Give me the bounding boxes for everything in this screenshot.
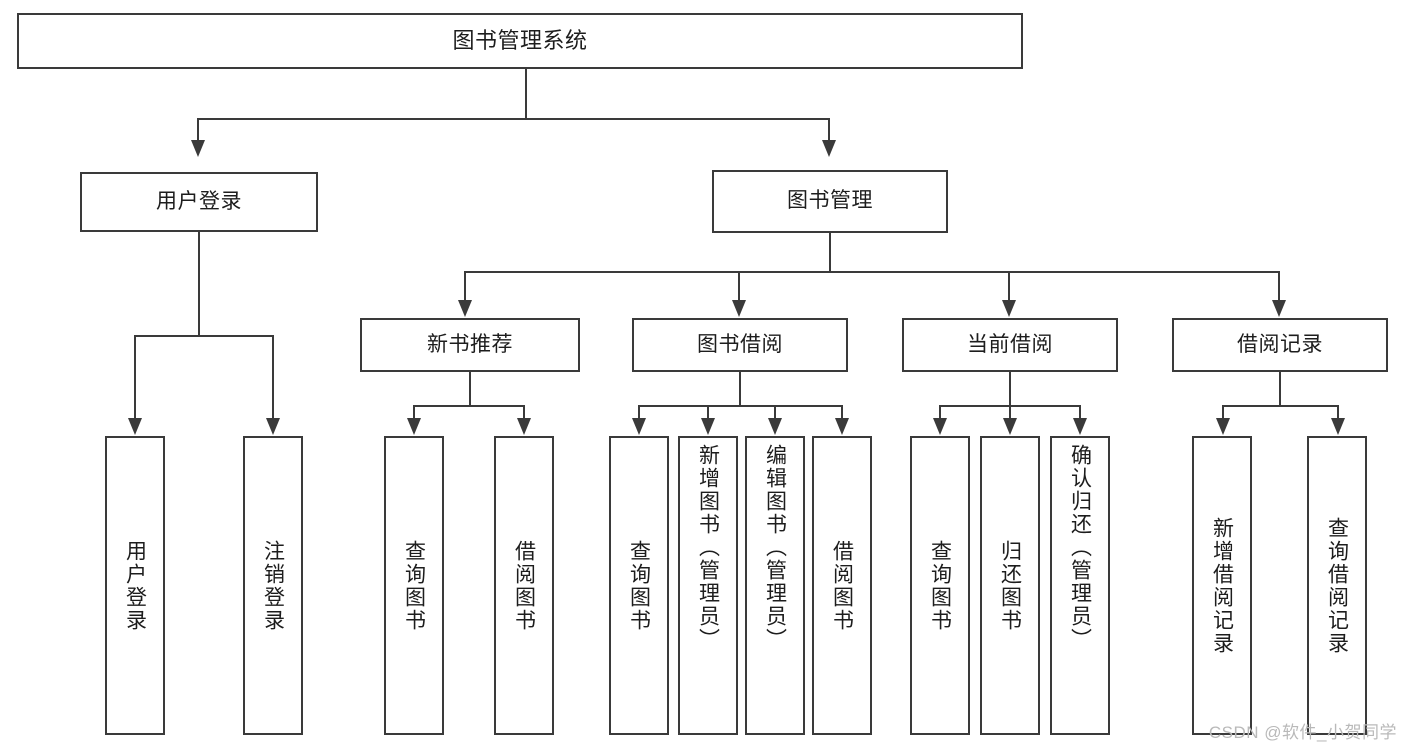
node-current-borrow[interactable]: 当前借阅 — [902, 318, 1118, 372]
arrowhead-leaf-query-record — [1331, 418, 1345, 435]
edge-book-manage-bar — [464, 271, 1280, 273]
node-leaf-borrow-book-1[interactable]: 借阅图书 — [494, 436, 554, 735]
edge-current-borrow-to-leaf-1 — [939, 405, 941, 419]
edge-root-to-book-manage — [828, 118, 830, 141]
node-leaf-logout-label: 注销登录 — [261, 539, 285, 632]
edge-new-book-rec-to-leaf-2 — [523, 405, 525, 419]
node-leaf-confirm-return-label: 确认归还（管理员） — [1068, 444, 1092, 651]
arrowhead-user-login — [191, 140, 205, 157]
node-leaf-query-book-2-label: 查询图书 — [627, 539, 651, 632]
node-leaf-add-record-label: 新增借阅记录 — [1210, 516, 1234, 655]
node-leaf-query-book-3[interactable]: 查询图书 — [910, 436, 970, 735]
edge-borrow-record-to-leaf-2 — [1337, 405, 1339, 419]
arrowhead-leaf-borrow-book-1 — [517, 418, 531, 435]
arrowhead-current-borrow — [1002, 300, 1016, 317]
edge-book-borrow-stem — [739, 372, 741, 406]
node-user-login-label: 用户登录 — [156, 189, 242, 213]
edge-book-borrow-to-leaf-4 — [841, 405, 843, 419]
edge-book-borrow-to-leaf-3 — [774, 405, 776, 419]
node-root[interactable]: 图书管理系统 — [17, 13, 1023, 69]
edge-book-manage-to-current-borrow — [1008, 271, 1010, 301]
node-leaf-return-book-label: 归还图书 — [998, 539, 1022, 632]
edge-borrow-record-bar — [1222, 405, 1338, 407]
edge-user-login-bar — [134, 335, 274, 337]
edge-book-borrow-bar — [638, 405, 842, 407]
arrowhead-leaf-add-book — [701, 418, 715, 435]
node-leaf-edit-book-label: 编辑图书（管理员） — [763, 444, 787, 651]
node-leaf-borrow-book-1-label: 借阅图书 — [512, 539, 536, 632]
node-leaf-add-book[interactable]: 新增图书（管理员） — [678, 436, 738, 735]
node-leaf-edit-book[interactable]: 编辑图书（管理员） — [745, 436, 805, 735]
node-borrow-record-label: 借阅记录 — [1237, 332, 1323, 356]
node-leaf-borrow-book-2-label: 借阅图书 — [830, 539, 854, 632]
edge-new-book-rec-stem — [469, 372, 471, 406]
node-leaf-add-record[interactable]: 新增借阅记录 — [1192, 436, 1252, 735]
node-leaf-user-login-label: 用户登录 — [123, 539, 147, 632]
arrowhead-leaf-add-record — [1216, 418, 1230, 435]
node-book-borrow[interactable]: 图书借阅 — [632, 318, 848, 372]
edge-book-borrow-to-leaf-2 — [707, 405, 709, 419]
arrowhead-book-manage — [822, 140, 836, 157]
node-user-login[interactable]: 用户登录 — [80, 172, 318, 232]
edge-new-book-rec-bar — [413, 405, 525, 407]
arrowhead-leaf-confirm-return — [1073, 418, 1087, 435]
edge-borrow-record-stem — [1279, 372, 1281, 406]
edge-book-manage-stem — [829, 233, 831, 272]
arrowhead-leaf-query-book-1 — [407, 418, 421, 435]
arrowhead-new-book-rec — [458, 300, 472, 317]
arrowhead-borrow-record — [1272, 300, 1286, 317]
arrowhead-leaf-user-login — [128, 418, 142, 435]
node-book-manage[interactable]: 图书管理 — [712, 170, 948, 233]
node-leaf-query-record-label: 查询借阅记录 — [1325, 516, 1349, 655]
node-current-borrow-label: 当前借阅 — [967, 332, 1053, 356]
node-root-label: 图书管理系统 — [452, 28, 588, 54]
edge-user-login-stem — [198, 232, 200, 336]
edge-root-bar — [197, 118, 829, 120]
node-new-book-rec-label: 新书推荐 — [427, 332, 513, 356]
edge-root-stem — [525, 69, 527, 119]
node-leaf-query-book-1[interactable]: 查询图书 — [384, 436, 444, 735]
node-leaf-return-book[interactable]: 归还图书 — [980, 436, 1040, 735]
node-leaf-borrow-book-2[interactable]: 借阅图书 — [812, 436, 872, 735]
arrowhead-leaf-borrow-book-2 — [835, 418, 849, 435]
edge-borrow-record-to-leaf-1 — [1222, 405, 1224, 419]
edge-current-borrow-to-leaf-2 — [1009, 405, 1011, 419]
edge-current-borrow-to-leaf-3 — [1079, 405, 1081, 419]
edge-book-borrow-to-leaf-1 — [638, 405, 640, 419]
edge-user-login-to-leaf-2 — [272, 335, 274, 419]
edge-root-to-user-login — [197, 118, 199, 141]
arrowhead-leaf-query-book-3 — [933, 418, 947, 435]
node-leaf-query-record[interactable]: 查询借阅记录 — [1307, 436, 1367, 735]
edge-current-borrow-stem — [1009, 372, 1011, 406]
edge-book-manage-to-new-book-rec — [464, 271, 466, 301]
edge-new-book-rec-to-leaf-1 — [413, 405, 415, 419]
node-leaf-query-book-1-label: 查询图书 — [402, 539, 426, 632]
arrowhead-leaf-edit-book — [768, 418, 782, 435]
node-borrow-record[interactable]: 借阅记录 — [1172, 318, 1388, 372]
node-new-book-rec[interactable]: 新书推荐 — [360, 318, 580, 372]
node-leaf-query-book-2[interactable]: 查询图书 — [609, 436, 669, 735]
node-leaf-add-book-label: 新增图书（管理员） — [696, 444, 720, 651]
arrowhead-book-borrow — [732, 300, 746, 317]
node-leaf-logout[interactable]: 注销登录 — [243, 436, 303, 735]
node-book-manage-label: 图书管理 — [787, 189, 873, 213]
edge-user-login-to-leaf-1 — [134, 335, 136, 419]
node-leaf-confirm-return[interactable]: 确认归还（管理员） — [1050, 436, 1110, 735]
edge-book-manage-to-book-borrow — [738, 271, 740, 301]
node-leaf-user-login[interactable]: 用户登录 — [105, 436, 165, 735]
arrowhead-leaf-return-book — [1003, 418, 1017, 435]
edge-book-manage-to-borrow-record — [1278, 271, 1280, 301]
arrowhead-leaf-query-book-2 — [632, 418, 646, 435]
node-book-borrow-label: 图书借阅 — [697, 332, 783, 356]
node-leaf-query-book-3-label: 查询图书 — [928, 539, 952, 632]
arrowhead-leaf-logout — [266, 418, 280, 435]
